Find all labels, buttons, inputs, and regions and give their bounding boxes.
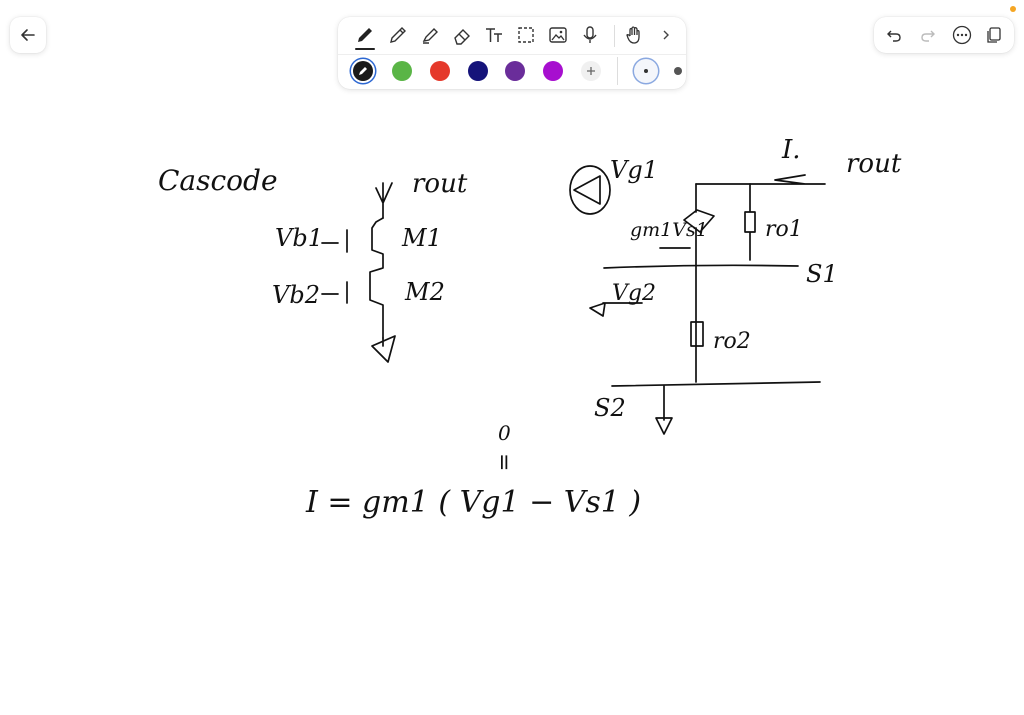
color-swatch-green[interactable] [392, 61, 412, 81]
eraser-icon [454, 29, 470, 45]
toolbar-divider [614, 25, 615, 47]
label-s2: S2 [594, 394, 626, 422]
highlighter-icon [422, 28, 438, 44]
redo-icon [921, 30, 935, 42]
equation-equals-vertical: = [491, 453, 516, 471]
label-vb2: Vb2 [272, 281, 320, 309]
equation-zero: 0 [498, 421, 511, 445]
redo-button[interactable] [913, 20, 943, 50]
label-vg1: Vg1 [610, 156, 658, 184]
toolbar-expand-button[interactable] [654, 20, 678, 50]
lasso-select-button[interactable] [511, 20, 541, 50]
back-button[interactable] [10, 17, 46, 53]
color-swatch-magenta[interactable] [543, 61, 563, 81]
stroke-size-medium[interactable] [674, 67, 682, 75]
lasso-select-icon [518, 27, 534, 43]
label-i: I. [781, 135, 801, 165]
active-tool-indicator [355, 48, 375, 50]
highlighter-tool-button[interactable] [415, 20, 445, 50]
pencil-icon [390, 27, 406, 43]
label-ro1: ro1 [765, 217, 803, 242]
toolbar-divider [617, 57, 618, 85]
title-cascode: Cascode [158, 164, 278, 197]
plus-icon [587, 67, 595, 75]
equation-main: I = gm1 ( Vg1 − Vs1 ) [305, 485, 641, 520]
label-rout: rout [412, 169, 468, 199]
label-m2: M2 [404, 278, 445, 306]
label-m1: M1 [401, 224, 442, 252]
drawing-toolbar [338, 17, 686, 89]
color-swatch-black[interactable] [353, 61, 373, 81]
color-swatch-navy[interactable] [468, 61, 488, 81]
label-ro2: ro2 [713, 329, 751, 354]
text-tool-button[interactable] [479, 20, 509, 50]
pencil-tool-button[interactable] [383, 20, 413, 50]
small-signal-labels: I. rout Vg1 gm1Vs1 ro1 S1 Vg2 ro2 S2 [594, 135, 902, 422]
text-icon [486, 28, 502, 42]
pages-button[interactable] [979, 20, 1009, 50]
microphone-icon [583, 26, 597, 43]
hand-icon [626, 26, 640, 44]
equation: 0 = I = gm1 ( Vg1 − Vs1 ) [305, 421, 641, 520]
add-color-button[interactable] [581, 61, 601, 81]
more-options-button[interactable] [947, 20, 977, 50]
color-swatch-red[interactable] [430, 61, 450, 81]
undo-button[interactable] [879, 20, 909, 50]
small-signal-model [569, 165, 826, 435]
toolbar-row-divider [338, 54, 686, 55]
image-icon [549, 27, 567, 43]
label-vg2: Vg2 [612, 281, 656, 306]
label-s1: S1 [806, 260, 838, 288]
pen-tool-button[interactable] [350, 20, 380, 50]
hand-tool-button[interactable] [619, 20, 649, 50]
arrow-left-icon [21, 29, 35, 41]
undo-icon [887, 30, 901, 42]
label-gm-vs: gm1Vs1 [630, 219, 708, 241]
eraser-tool-button[interactable] [447, 20, 477, 50]
pen-icon [358, 28, 372, 42]
status-dot [1010, 6, 1016, 12]
pen-icon [359, 67, 367, 75]
label-rout-right: rout [846, 149, 902, 179]
color-swatch-purple[interactable] [505, 61, 525, 81]
label-vb1: Vb1 [275, 224, 323, 252]
image-insert-button[interactable] [543, 20, 573, 50]
cascode-schematic [321, 182, 396, 363]
chevron-right-icon [663, 30, 669, 40]
more-icon [952, 25, 972, 45]
stroke-size-small[interactable] [634, 59, 658, 83]
cascode-labels: Cascode rout Vb1 Vb2 M1 M2 [158, 164, 468, 309]
history-controls [874, 17, 1014, 53]
voice-record-button[interactable] [575, 20, 605, 50]
copy-icon [987, 27, 1001, 43]
